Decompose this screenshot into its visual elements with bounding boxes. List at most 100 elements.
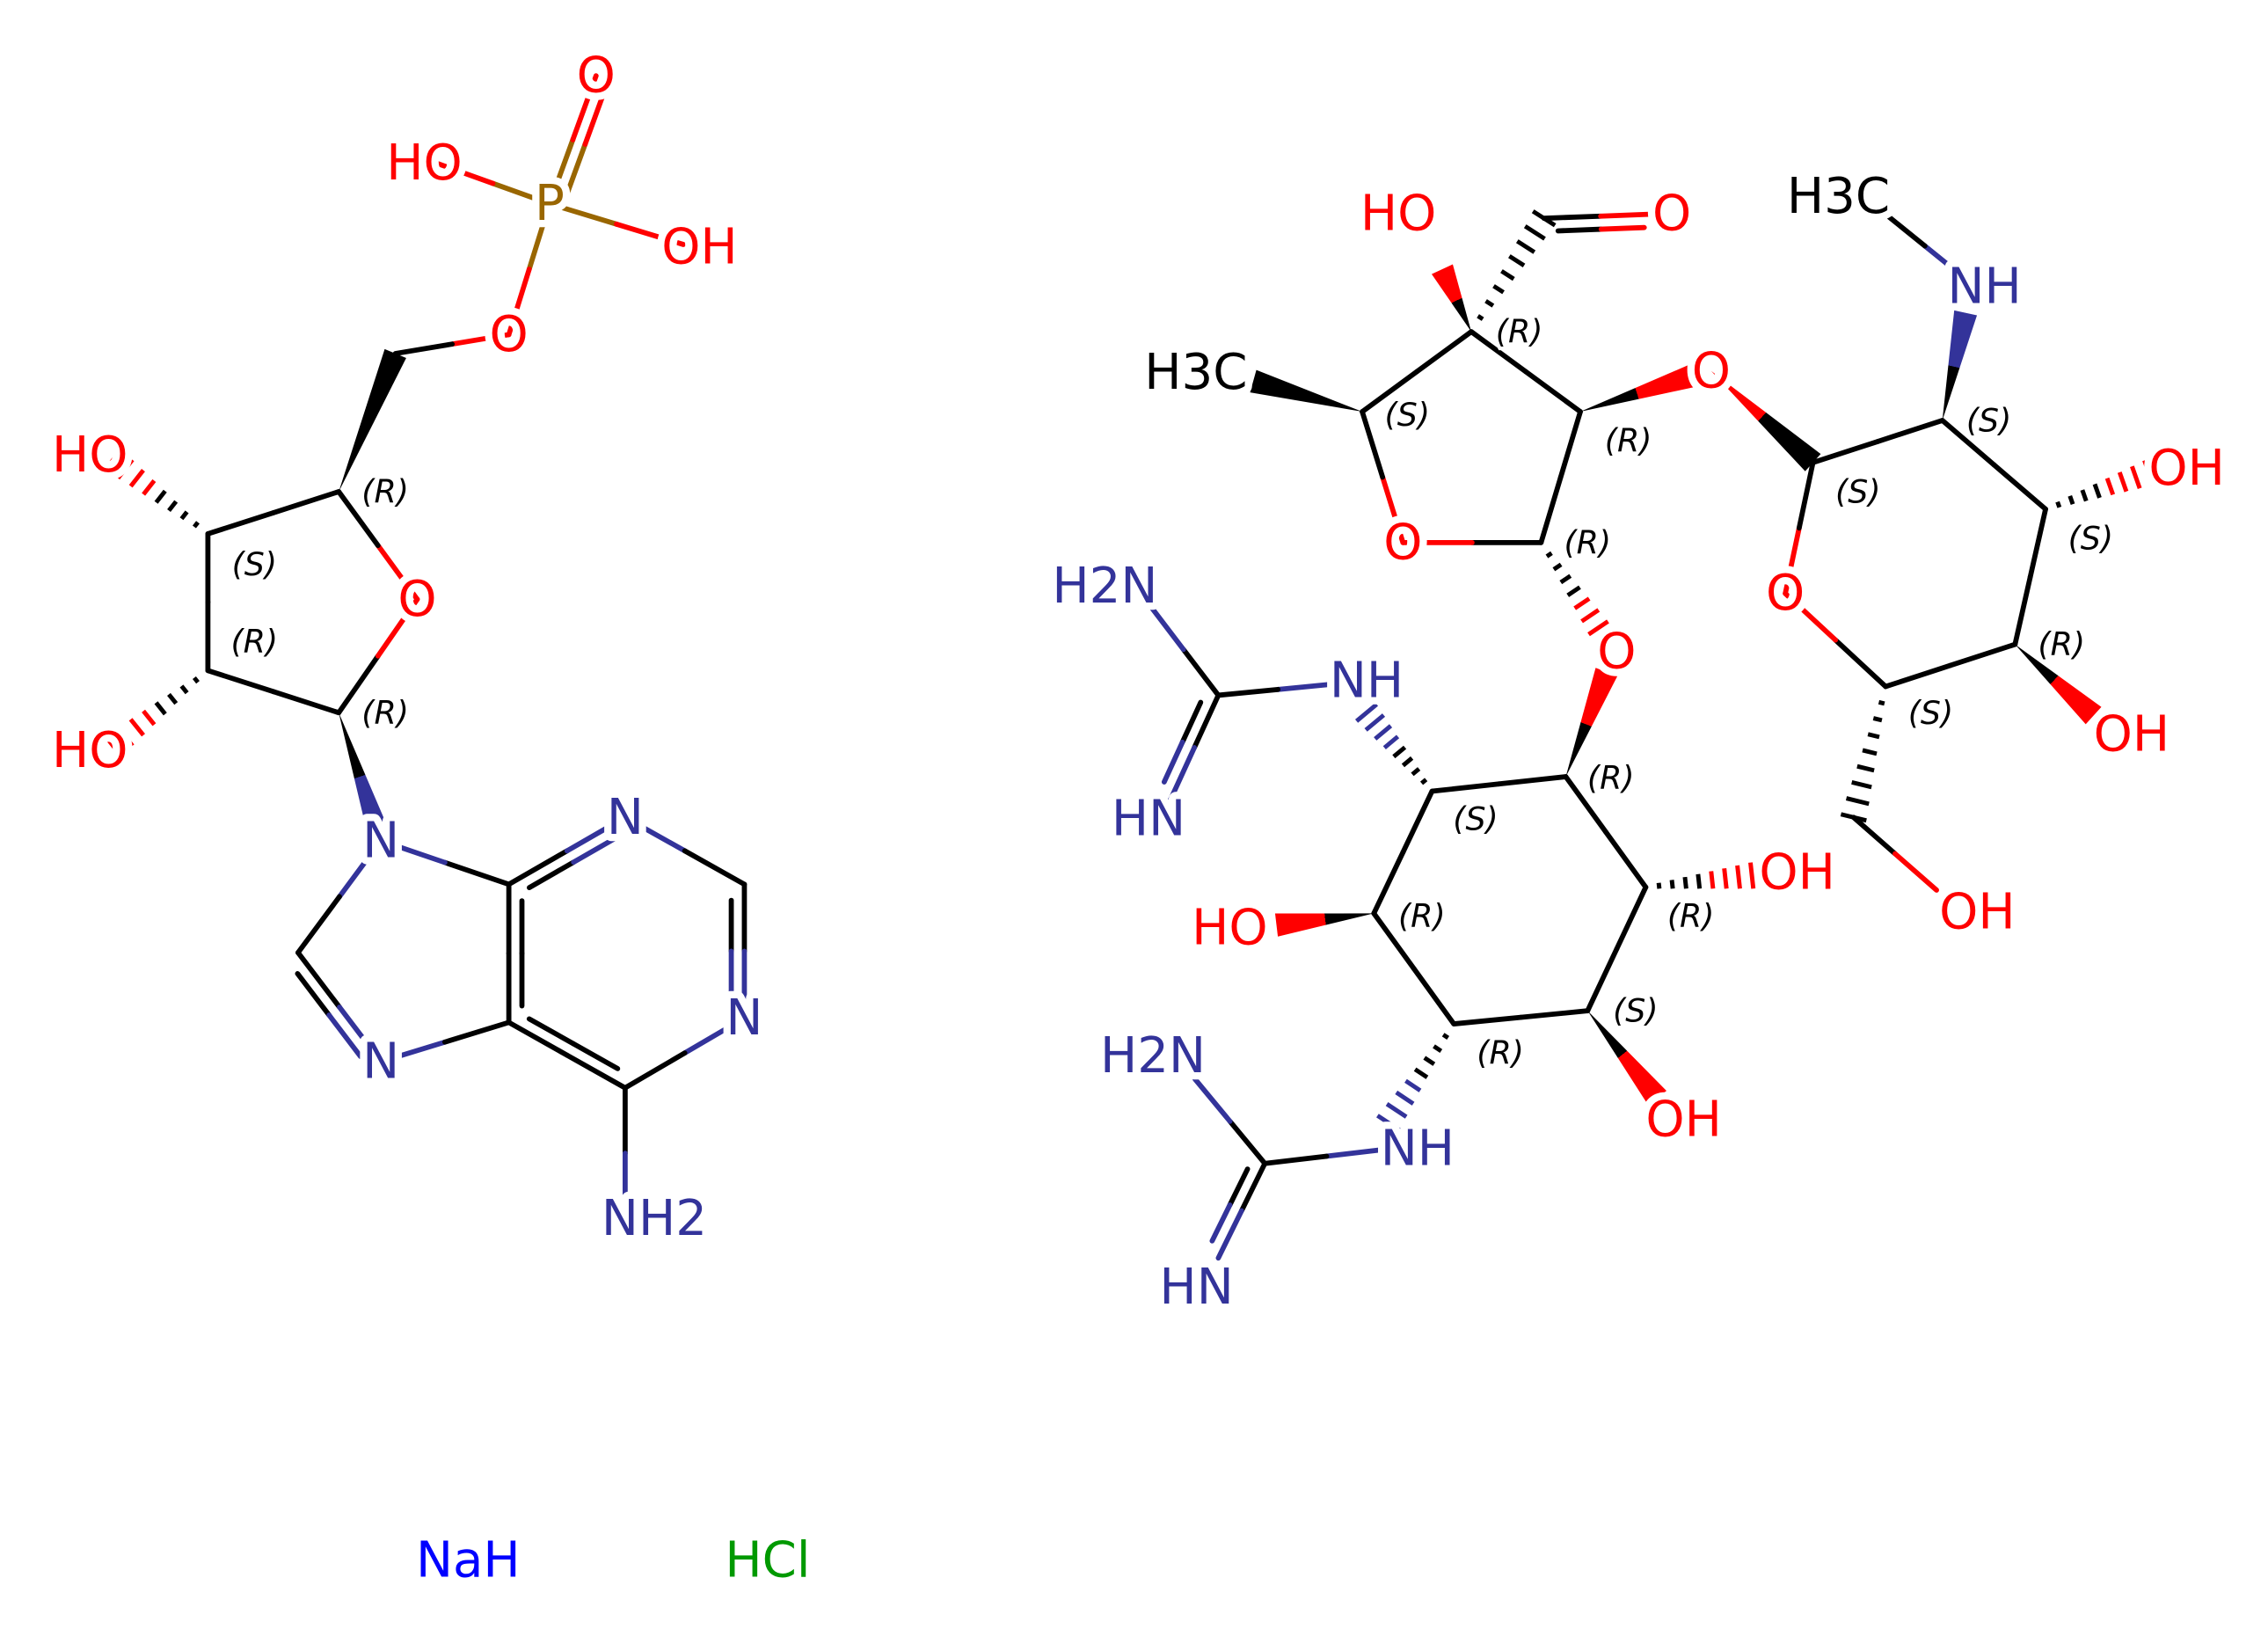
hash-bond-segment bbox=[1856, 763, 1875, 773]
bond-segment bbox=[1598, 224, 1647, 232]
stereo-descriptor: (S) bbox=[2068, 519, 2113, 557]
bond-segment bbox=[1796, 460, 1816, 531]
bond-segment bbox=[1585, 946, 1620, 1014]
hash-bond-segment bbox=[1566, 585, 1581, 597]
hash-bond-segment bbox=[1722, 867, 1729, 889]
bond-segment bbox=[1538, 474, 1564, 545]
stereo-descriptor: (R) bbox=[1496, 313, 1543, 351]
hash-bond-segment bbox=[1500, 269, 1515, 281]
bond-segment bbox=[1227, 1166, 1251, 1208]
atom-label: H3C bbox=[1787, 168, 1890, 225]
hash-bond-segment bbox=[1872, 716, 1883, 723]
hash-bond-segment bbox=[1748, 862, 1756, 889]
bond-segment bbox=[506, 267, 532, 338]
bond-segment bbox=[1991, 462, 2048, 512]
hash-bond-segment bbox=[192, 521, 200, 529]
atom-label: HO bbox=[52, 427, 128, 484]
stereo-descriptor: (R) bbox=[361, 472, 409, 510]
bond-segment bbox=[547, 201, 619, 227]
bond-segment bbox=[1146, 601, 1186, 653]
bond-segment bbox=[1557, 409, 1583, 480]
bond-segment bbox=[614, 221, 686, 247]
atom-label: NH bbox=[1947, 258, 2021, 315]
atom-label: HO bbox=[1192, 899, 1267, 956]
bond-segment bbox=[1598, 211, 1660, 219]
bond-segment bbox=[441, 1019, 512, 1045]
stereo-descriptor: (S) bbox=[1385, 396, 1430, 434]
atom-label: OH bbox=[661, 219, 737, 276]
hash-bond-segment bbox=[1573, 596, 1591, 610]
stereo-labels: (R)(S)(R)(R)(S)(R)(R)(R)(R)(S)(R)(R)(S)(… bbox=[227, 310, 2117, 1076]
hash-bond-segment bbox=[1580, 608, 1601, 624]
bond-segment bbox=[1555, 226, 1604, 234]
bond-segment bbox=[1192, 692, 1222, 750]
bond-segment bbox=[1939, 418, 1997, 468]
hash-bond-segment bbox=[1433, 1044, 1443, 1053]
bond-segment bbox=[295, 950, 342, 1010]
bond-segment bbox=[1518, 1008, 1591, 1020]
atom-label: NH bbox=[1330, 652, 1404, 709]
hash-bond-segment bbox=[2092, 483, 2102, 499]
atom-label: O bbox=[397, 571, 436, 628]
atom-label: O bbox=[1766, 565, 1805, 622]
hash-bond-segment bbox=[1395, 1090, 1415, 1106]
bond-segment bbox=[270, 489, 342, 515]
bond-segment bbox=[434, 160, 496, 186]
bond-segment bbox=[1161, 739, 1185, 785]
bond-segment bbox=[506, 848, 570, 888]
hash-bond-segment bbox=[192, 676, 200, 684]
atom-label: HN bbox=[1159, 1259, 1233, 1316]
bond-segment bbox=[1167, 745, 1198, 803]
bond-segment bbox=[622, 814, 688, 854]
bond-segment bbox=[1262, 1153, 1330, 1166]
bond-segment bbox=[1614, 884, 1649, 952]
stereo-descriptor: (S) bbox=[1908, 694, 1953, 732]
bond-segment bbox=[2027, 506, 2048, 580]
hash-bond-segment bbox=[1385, 1102, 1408, 1119]
bond-segment bbox=[378, 1039, 448, 1064]
hash-bond-segment bbox=[1515, 239, 1536, 254]
bond-segment bbox=[1883, 662, 1953, 690]
bond-segment bbox=[295, 894, 342, 955]
bond-segment bbox=[1371, 850, 1406, 917]
bond-segment bbox=[564, 1052, 628, 1091]
bond-segment bbox=[1209, 1202, 1233, 1244]
wedge-bond bbox=[2015, 644, 2102, 725]
bond-segment bbox=[270, 689, 342, 716]
hash-bond-segment bbox=[103, 448, 124, 471]
bond-segment bbox=[1892, 851, 1939, 893]
stereo-descriptor: (S) bbox=[1613, 992, 1658, 1030]
stereo-descriptor: (R) bbox=[230, 623, 278, 661]
hash-bond-segment bbox=[154, 701, 167, 716]
hash-bond-segment bbox=[1401, 756, 1414, 768]
hash-bond-segment bbox=[2067, 494, 2075, 505]
hash-bond-segment bbox=[1559, 573, 1572, 585]
bond-segment bbox=[326, 1012, 363, 1060]
bond-segment bbox=[1875, 418, 1945, 444]
bond-segment bbox=[571, 1041, 621, 1071]
bond-segment bbox=[392, 341, 456, 356]
bond-segment bbox=[1215, 686, 1281, 698]
bond-segment bbox=[1380, 474, 1406, 545]
hash-bond-segment bbox=[116, 458, 135, 480]
bond-segment bbox=[1180, 646, 1222, 698]
hash-bond-segment bbox=[2055, 500, 2062, 508]
bond-segment bbox=[1360, 409, 1386, 480]
wedge-bond bbox=[1274, 913, 1375, 937]
stereo-descriptor: (S) bbox=[1835, 472, 1880, 510]
hash-bond-segment bbox=[167, 500, 179, 513]
stereo-descriptor: (S) bbox=[232, 545, 277, 583]
hash-bond-segment bbox=[1492, 284, 1505, 295]
wedge-bond bbox=[1587, 1011, 1666, 1106]
stereo-descriptor: (R) bbox=[361, 694, 409, 732]
hash-bond-segment bbox=[1845, 796, 1870, 807]
stereo-descriptor: (R) bbox=[1605, 422, 1652, 460]
hash-bond-segment bbox=[128, 718, 145, 737]
bond-segment bbox=[526, 201, 552, 272]
hash-bond-segment bbox=[179, 684, 189, 695]
bond-segment bbox=[1947, 641, 2018, 668]
bond-segment bbox=[526, 1016, 576, 1047]
atom-label: O bbox=[1652, 186, 1691, 243]
hash-bond-segment bbox=[1587, 619, 1609, 637]
